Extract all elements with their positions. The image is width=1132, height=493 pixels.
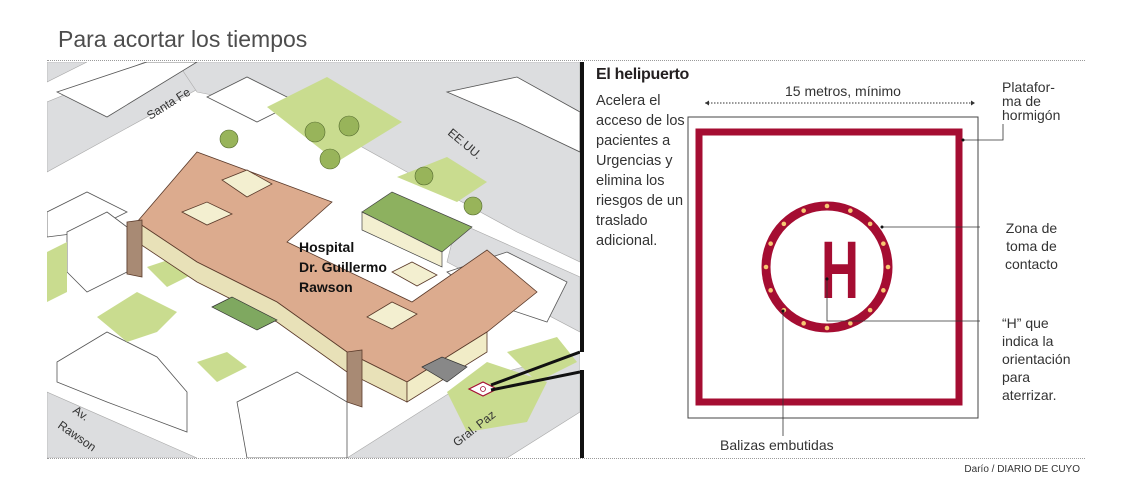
heliport-description: Acelera el acceso de los pacientes a Urg… (596, 93, 685, 249)
beacon-light (881, 241, 886, 246)
hospital-label-2: Dr. Guillermo (299, 259, 387, 275)
platform-label: Platafor- ma de hormigón (1002, 79, 1061, 123)
bottom-divider (47, 458, 1085, 459)
beacon-light (781, 307, 787, 313)
beacon-light (824, 325, 830, 331)
beacon-light (781, 221, 787, 227)
hospital-label-1: Hospital (299, 239, 354, 255)
heliport-heading: El helipuerto (596, 66, 689, 83)
beacon-light (848, 321, 853, 326)
green-areas (47, 77, 577, 432)
beacon-light (867, 307, 873, 313)
hospital-label-3: Rawson (299, 279, 353, 295)
concrete-platform (687, 116, 979, 419)
beacon-light (801, 321, 806, 326)
h-mark-label: “H” que indica la orientación para aterr… (1002, 315, 1071, 403)
callout-bar-top (580, 62, 584, 352)
credit: Darío / DIARIO DE CUYO (964, 464, 1080, 475)
page-title: Para acortar los tiempos (58, 26, 308, 52)
dimension-label: 15 metros, mínimo (785, 83, 901, 99)
beacon-light (768, 241, 773, 246)
touchdown-circle (761, 201, 893, 333)
beacon-light (867, 221, 873, 227)
beacon-light (763, 264, 769, 270)
beacon-light (801, 208, 806, 213)
roads (47, 62, 580, 458)
callout-bar-bottom (580, 370, 584, 458)
h-letter: H (821, 225, 859, 316)
beacons-label: Balizas embutidas (720, 437, 834, 453)
hospital-building (126, 151, 538, 408)
trees (219, 115, 483, 216)
top-divider (47, 60, 1085, 61)
beacon-light (881, 288, 886, 293)
beacon-light (885, 264, 891, 270)
beacon-light (768, 288, 773, 293)
landing-square (695, 128, 963, 406)
beacon-light (848, 208, 853, 213)
hospital-map: Santa Fe EE.UU. Gral. Paz Av. Rawson Hos… (47, 62, 580, 458)
beacon-light (824, 203, 830, 209)
beacons (763, 203, 891, 331)
touch-zone-label: Zona de toma de contacto (1005, 220, 1058, 272)
